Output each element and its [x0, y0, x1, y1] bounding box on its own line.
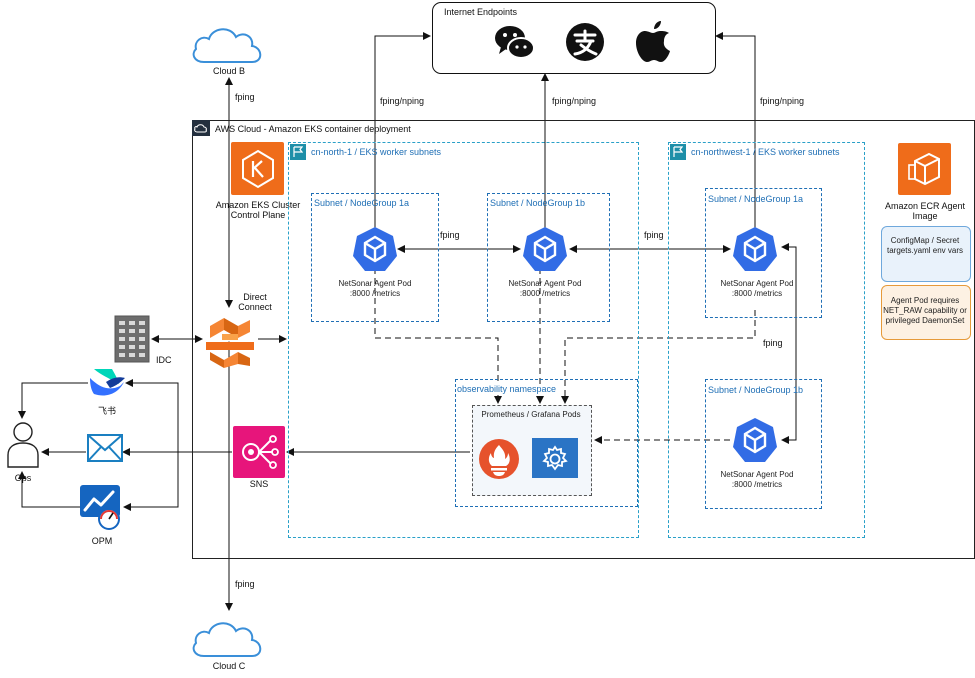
observability-namespace-box — [455, 379, 638, 507]
edge-label-podnw1a-internet: fping/nping — [760, 96, 805, 106]
sns-label: SNS — [249, 479, 269, 489]
cloud-c-label: Cloud C — [212, 661, 246, 671]
grafana-icon — [532, 438, 578, 478]
opm-label: OPM — [91, 536, 113, 546]
scrape-podnw1a — [561, 310, 756, 404]
subnet-northwest-1a — [705, 188, 822, 318]
edge-label-pod1b-internet: fping/nping — [552, 96, 597, 106]
edge-feishu-ops — [18, 382, 88, 419]
subnet-northwest-1a-label: Subnet / NodeGroup 1a — [708, 194, 804, 204]
edge-label-cloudc: fping — [235, 579, 255, 589]
pod-north-1a-name: NetSonar Agent Pod — [338, 279, 412, 288]
requirements-note-text: Agent Pod requires NET_RAW capability or… — [883, 296, 967, 325]
direct-connect-icon — [206, 318, 254, 368]
edge-label-pod1a-pod1b: fping — [440, 230, 460, 240]
aws-cloud-title: AWS Cloud - Amazon EKS container deploym… — [215, 124, 411, 134]
config-note-text: ConfigMap / Secret targets.yaml env vars — [886, 236, 964, 255]
edge-label-pod1a-internet: fping/nping — [380, 96, 425, 106]
ops-label: Ops — [14, 473, 32, 483]
region-cn-northwest-1 — [668, 142, 865, 538]
server-icon — [114, 315, 150, 363]
region-cn-north-1-label: cn-north-1 / EKS worker subnets — [311, 147, 442, 157]
kubernetes-icon — [353, 227, 397, 271]
feishu-icon — [90, 369, 125, 396]
subnet-northwest-1b — [705, 379, 822, 509]
ecr-icon — [898, 143, 951, 195]
sns-icon — [233, 426, 285, 478]
prometheus-icon — [479, 439, 519, 479]
region-cn-north-1 — [288, 142, 639, 538]
pod-northwest-1b-port: :8000 /metrics — [731, 480, 783, 489]
pod-north-1b-name: NetSonar Agent Pod — [508, 279, 582, 288]
edge-podnw1a-internet — [715, 32, 756, 232]
user-icon — [7, 422, 39, 468]
subnet-north-1a — [311, 193, 439, 322]
pod-north-1b-port: :8000 /metrics — [519, 289, 571, 298]
subnet-north-1b — [487, 193, 610, 322]
eks-control-plane-label: Amazon EKS Cluster Control Plane — [215, 200, 301, 221]
scrape-pod1a — [374, 268, 502, 404]
idc-label: IDC — [156, 355, 172, 365]
region-flag-icon — [290, 144, 306, 160]
cloud-icon — [192, 28, 262, 63]
prometheus-grafana-label: Prometheus / Grafana Pods — [481, 410, 581, 419]
edge-sns-feishu — [125, 379, 179, 452]
edge-label-pod1b-podnw1a: fping — [644, 230, 664, 240]
eks-icon — [231, 142, 284, 195]
region-cn-northwest-1-label: cn-northwest-1 / EKS worker subnets — [691, 147, 840, 157]
internet-endpoints-title: Internet Endpoints — [444, 7, 518, 17]
ecr-label: Amazon ECR Agent Image — [884, 201, 966, 222]
aws-cloud-icon — [192, 120, 210, 136]
edge-label-podnw1a-podnw1b: fping — [763, 338, 783, 348]
kubernetes-icon — [523, 227, 567, 271]
subnet-north-1b-label: Subnet / NodeGroup 1b — [490, 198, 586, 208]
cloud-b-label: Cloud B — [212, 66, 246, 76]
opm-icon — [80, 485, 120, 530]
edge-opm-ops — [18, 471, 80, 508]
pod-northwest-1a-name: NetSonar Agent Pod — [720, 279, 794, 288]
requirements-note-card — [881, 285, 971, 340]
subnet-northwest-1b-label: Subnet / NodeGroup 1b — [708, 385, 804, 395]
apple-icon — [636, 21, 670, 62]
alipay-icon — [566, 23, 604, 61]
subnet-north-1a-label: Subnet / NodeGroup 1a — [314, 198, 410, 208]
edge-sns-opm — [123, 452, 179, 511]
pod-northwest-1a-port: :8000 /metrics — [731, 289, 783, 298]
feishu-label: 飞书 — [97, 406, 116, 416]
observability-namespace-label: observability namespace — [457, 384, 557, 394]
config-note-card — [881, 226, 971, 282]
wechat-icon — [495, 26, 535, 59]
pod-northwest-1b-name: NetSonar Agent Pod — [720, 470, 794, 479]
region-flag-icon — [670, 144, 686, 160]
cloud-icon — [192, 622, 262, 657]
edge-pod1a-internet — [374, 32, 431, 232]
mail-icon — [87, 434, 123, 462]
kubernetes-icon — [733, 227, 777, 271]
direct-connect-label: Direct Connect — [238, 292, 272, 313]
pod-north-1a-port: :8000 /metrics — [349, 289, 401, 298]
edge-label-cloudb: fping — [235, 92, 255, 102]
edge-podnw1a-podnw1b — [781, 243, 797, 444]
kubernetes-icon — [733, 418, 777, 462]
